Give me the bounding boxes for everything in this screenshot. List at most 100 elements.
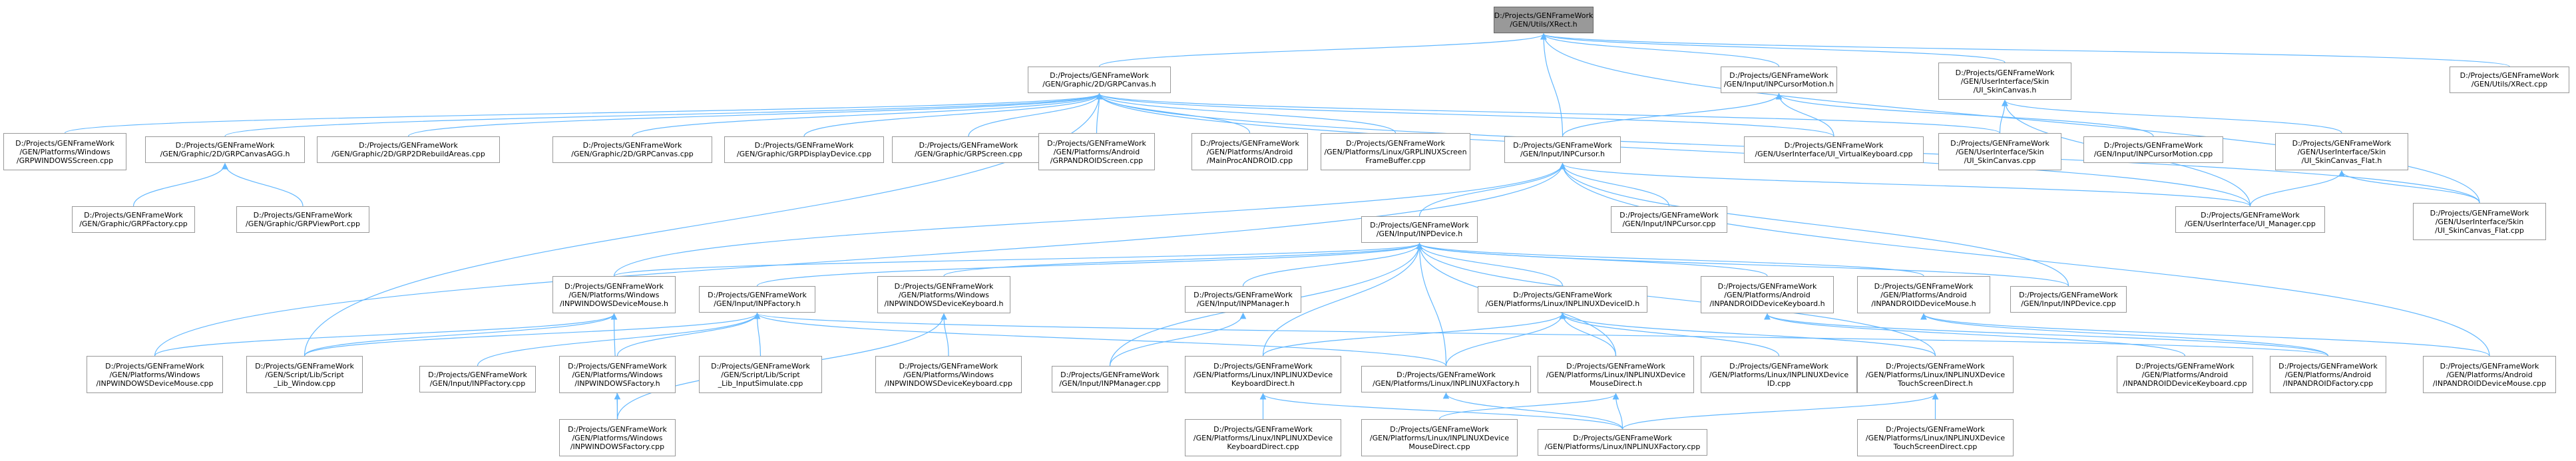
graph-node-mainprocandroid[interactable]: D:/Projects/GENFrameWork /GEN/Platforms/…	[1191, 133, 1308, 170]
dependency-edge	[1920, 313, 2329, 357]
graph-node-xrect-cpp[interactable]: D:/Projects/GENFrameWork /GEN/Utils/XRec…	[2450, 67, 2569, 93]
graph-node-inplinuxdevicetouchscreendirect-h[interactable]: D:/Projects/GENFrameWork /GEN/Platforms/…	[1857, 356, 2014, 393]
dependency-edge	[154, 313, 618, 357]
dependency-edge	[304, 313, 618, 357]
graph-node-grpdisplaydevice[interactable]: D:/Projects/GENFrameWork /GEN/Graphic/GR…	[724, 136, 884, 163]
graph-node-label: D:/Projects/GENFrameWork /GEN/Graphic/GR…	[246, 211, 360, 228]
graph-node-grpwindowsscreen[interactable]: D:/Projects/GENFrameWork /GEN/Platforms/…	[3, 133, 126, 170]
graph-node-inpmanager-cpp[interactable]: D:/Projects/GENFrameWork /GEN/Input/INPM…	[1052, 366, 1168, 392]
graph-node-label: D:/Projects/GENFrameWork /GEN/Graphic/GR…	[79, 211, 188, 228]
graph-node-label: D:/Projects/GENFrameWork /GEN/Graphic/2D…	[331, 141, 485, 158]
graph-node-label: D:/Projects/GENFrameWork /GEN/Input/INPC…	[1513, 141, 1612, 158]
graph-node-grpscreen[interactable]: D:/Projects/GENFrameWork /GEN/Graphic/GR…	[892, 136, 1045, 163]
graph-node-inpandroiddevicekeyboard-cpp[interactable]: D:/Projects/GENFrameWork /GEN/Platforms/…	[2117, 356, 2253, 393]
graph-node-inpandroidfactory-cpp[interactable]: D:/Projects/GENFrameWork /GEN/Platforms/…	[2270, 356, 2386, 393]
graph-node-grpcanvas[interactable]: D:/Projects/GENFrameWork /GEN/Graphic/2D…	[1028, 67, 1171, 93]
graph-node-label: D:/Projects/GENFrameWork /GEN/Platforms/…	[560, 281, 668, 308]
graph-node-label: D:/Projects/GENFrameWork /GEN/Platforms/…	[1865, 424, 2006, 451]
graph-node-label: D:/Projects/GENFrameWork /GEN/Platforms/…	[1871, 281, 1976, 308]
graph-node-script-lib-inputsimulate[interactable]: D:/Projects/GENFrameWork /GEN/Script/Lib…	[699, 356, 822, 393]
graph-node-label: D:/Projects/GENFrameWork /GEN/Platforms/…	[96, 361, 214, 388]
graph-node-grpcanvas-cpp[interactable]: D:/Projects/GENFrameWork /GEN/Graphic/2D…	[552, 136, 712, 163]
graph-node-inpcursormotion-cpp[interactable]: D:/Projects/GENFrameWork /GEN/Input/INPC…	[2083, 136, 2223, 163]
dependency-edge	[1262, 312, 1566, 357]
graph-node-label: D:/Projects/GENFrameWork /GEN/Platforms/…	[15, 138, 114, 165]
graph-node-grpviewport[interactable]: D:/Projects/GENFrameWork /GEN/Graphic/GR…	[236, 206, 369, 233]
graph-node-label: D:/Projects/GENFrameWork /GEN/Input/INPC…	[1619, 211, 1719, 228]
dependency-edge	[1559, 312, 1936, 357]
graph-node-label: D:/Projects/GENFrameWork /GEN/Platforms/…	[1546, 361, 1686, 388]
graph-node-inpmanager-h[interactable]: D:/Projects/GENFrameWork /GEN/Input/INPM…	[1185, 286, 1301, 313]
graph-node-ui-manager[interactable]: D:/Projects/GENFrameWork /GEN/UserInterf…	[2175, 206, 2325, 233]
dependency-edge	[756, 242, 1423, 287]
graph-node-inpwindowsdevicekeyboard-h[interactable]: D:/Projects/GENFrameWork /GEN/Platforms/…	[877, 276, 1010, 313]
dependency-edge	[968, 92, 1103, 137]
dependency-edge	[1764, 313, 2329, 357]
graph-node-inpfactory-cpp[interactable]: D:/Projects/GENFrameWork /GEN/Input/INPF…	[419, 366, 536, 392]
graph-node-label: D:/Projects/GENFrameWork /GEN/Platforms/…	[2432, 361, 2547, 388]
graph-node-ui-skincanvas-h[interactable]: D:/Projects/GENFrameWork /GEN/UserInterf…	[1938, 63, 2071, 100]
dependency-edge	[1775, 92, 2154, 137]
graph-node-ui-skincanvas-flat-h[interactable]: D:/Projects/GENFrameWork /GEN/UserInterf…	[2275, 133, 2408, 170]
graph-node-grpfactory[interactable]: D:/Projects/GENFrameWork /GEN/Graphic/GR…	[72, 206, 195, 233]
graph-node-inplinuxdevicemousedirect-h[interactable]: D:/Projects/GENFrameWork /GEN/Platforms/…	[1538, 356, 1694, 393]
graph-node-inpwindowsdevicekeyboard-cpp[interactable]: D:/Projects/GENFrameWork /GEN/Platforms/…	[875, 356, 1022, 393]
dependency-edge	[1445, 312, 1566, 367]
graph-node-label: D:/Projects/GENFrameWork /GEN/Platforms/…	[1709, 361, 1849, 388]
graph-node-inpcursormotion[interactable]: D:/Projects/GENFrameWork /GEN/Input/INPC…	[1721, 67, 1837, 93]
graph-node-script-lib-window[interactable]: D:/Projects/GENFrameWork /GEN/Script/Lib…	[246, 356, 363, 393]
graph-node-inplinuxdevicetouchscreendirect-cpp[interactable]: D:/Projects/GENFrameWork /GEN/Platforms/…	[1857, 419, 2014, 456]
dependency-edge	[1621, 392, 1939, 430]
graph-node-inpandroiddevicemouse-h[interactable]: D:/Projects/GENFrameWork /GEN/Platforms/…	[1857, 276, 1990, 313]
graph-node-grplinuxscreenfb[interactable]: D:/Projects/GENFrameWork /GEN/Platforms/…	[1321, 133, 1470, 170]
graph-node-inplinuxfactory-h[interactable]: D:/Projects/GENFrameWork /GEN/Platforms/…	[1361, 366, 1531, 392]
graph-node-label: D:/Projects/GENFrameWork /GEN/Platforms/…	[568, 424, 667, 451]
graph-node-label: D:/Projects/GENFrameWork /GEN/Platforms/…	[1369, 424, 1510, 451]
graph-node-inpdevice-cpp[interactable]: D:/Projects/GENFrameWork /GEN/Input/INPD…	[2010, 286, 2127, 313]
graph-node-inpwindowsfactory-cpp[interactable]: D:/Projects/GENFrameWork /GEN/Platforms/…	[559, 419, 676, 456]
dependency-edge	[1096, 92, 2251, 207]
graph-node-inplinuxdeviceid-cpp[interactable]: D:/Projects/GENFrameWork /GEN/Platforms/…	[1701, 356, 1857, 393]
graph-node-root[interactable]: D:/Projects/GENFrameWork /GEN/Utils/XRec…	[1494, 7, 1594, 33]
graph-node-ui-skincanvas-cpp[interactable]: D:/Projects/GENFrameWork /GEN/UserInterf…	[1938, 133, 2061, 170]
dependency-edge	[1540, 33, 1780, 67]
graph-node-inpfactory-h[interactable]: D:/Projects/GENFrameWork /GEN/Input/INPF…	[699, 286, 815, 313]
graph-node-inplinuxfactory-cpp[interactable]: D:/Projects/GENFrameWork /GEN/Platforms/…	[1538, 429, 1707, 456]
graph-node-label: D:/Projects/GENFrameWork /GEN/UserInterf…	[1755, 141, 1913, 158]
graph-node-inpdevice-h[interactable]: D:/Projects/GENFrameWork /GEN/Input/INPD…	[1361, 216, 1478, 243]
dependency-edge	[753, 312, 761, 357]
graph-node-inplinuxdevicekeyboarddirect-cpp[interactable]: D:/Projects/GENFrameWork /GEN/Platforms/…	[1185, 419, 1341, 456]
graph-node-inpcursor-h[interactable]: D:/Projects/GENFrameWork /GEN/Input/INPC…	[1504, 136, 1621, 163]
dependency-edge	[1442, 392, 1623, 430]
graph-node-label: D:/Projects/GENFrameWork /GEN/Input/INPM…	[1193, 291, 1293, 308]
graph-node-grpandroidscreen[interactable]: D:/Projects/GENFrameWork /GEN/Platforms/…	[1038, 133, 1155, 170]
graph-node-inplinuxdevicemousedirect-cpp[interactable]: D:/Projects/GENFrameWork /GEN/Platforms/…	[1361, 419, 1518, 456]
graph-node-inplinuxdevicekeyboarddirect-h[interactable]: D:/Projects/GENFrameWork /GEN/Platforms/…	[1185, 356, 1341, 393]
graph-node-label: D:/Projects/GENFrameWork /GEN/Platforms/…	[1485, 291, 1640, 308]
graph-node-grp2drebuild[interactable]: D:/Projects/GENFrameWork /GEN/Graphic/2D…	[317, 136, 500, 163]
graph-node-label: D:/Projects/GENFrameWork /GEN/Platforms/…	[1544, 434, 1701, 451]
dependency-edge	[407, 92, 1103, 137]
graph-node-inpwindowsdevicemouse-cpp[interactable]: D:/Projects/GENFrameWork /GEN/Platforms/…	[87, 356, 223, 393]
dependency-edge	[1764, 313, 2186, 357]
graph-node-inpwindowsfactory-h[interactable]: D:/Projects/GENFrameWork /GEN/Platforms/…	[559, 356, 676, 393]
graph-node-inpandroiddevicekeyboard-h[interactable]: D:/Projects/GENFrameWork /GEN/Platforms/…	[1701, 276, 1834, 313]
graph-node-ui-virtualkeyboard[interactable]: D:/Projects/GENFrameWork /GEN/UserInterf…	[1744, 136, 1924, 163]
dependency-edge	[941, 313, 949, 357]
graph-node-ui-skincanvas-flat-cpp[interactable]: D:/Projects/GENFrameWork /GEN/UserInterf…	[2413, 203, 2546, 240]
graph-node-inpandroiddevicemouse-cpp[interactable]: D:/Projects/GENFrameWork /GEN/Platforms/…	[2423, 356, 2556, 393]
dependency-edge	[1096, 92, 2001, 134]
graph-node-label: D:/Projects/GENFrameWork /GEN/UserInterf…	[2430, 208, 2529, 235]
graph-node-label: D:/Projects/GENFrameWork /GEN/Platforms/…	[568, 361, 667, 388]
graph-node-label: D:/Projects/GENFrameWork /GEN/Platforms/…	[1200, 138, 1299, 165]
graph-node-inpcursor-cpp[interactable]: D:/Projects/GENFrameWork /GEN/Input/INPC…	[1611, 206, 1727, 233]
graph-node-label: D:/Projects/GENFrameWork /GEN/Platforms/…	[1047, 138, 1146, 165]
graph-node-label: D:/Projects/GENFrameWork /GEN/Input/INPF…	[428, 371, 527, 388]
dependency-edge	[1559, 312, 1780, 357]
graph-node-grpcanvasagg[interactable]: D:/Projects/GENFrameWork /GEN/Graphic/2D…	[145, 136, 305, 163]
graph-node-label: D:/Projects/GENFrameWork /GEN/Input/INPC…	[2093, 141, 2213, 158]
graph-node-inplinuxdeviceid-h[interactable]: D:/Projects/GENFrameWork /GEN/Platforms/…	[1478, 286, 1647, 313]
graph-node-inpwindowsdevicemouse-h[interactable]: D:/Projects/GENFrameWork /GEN/Platforms/…	[552, 276, 676, 313]
